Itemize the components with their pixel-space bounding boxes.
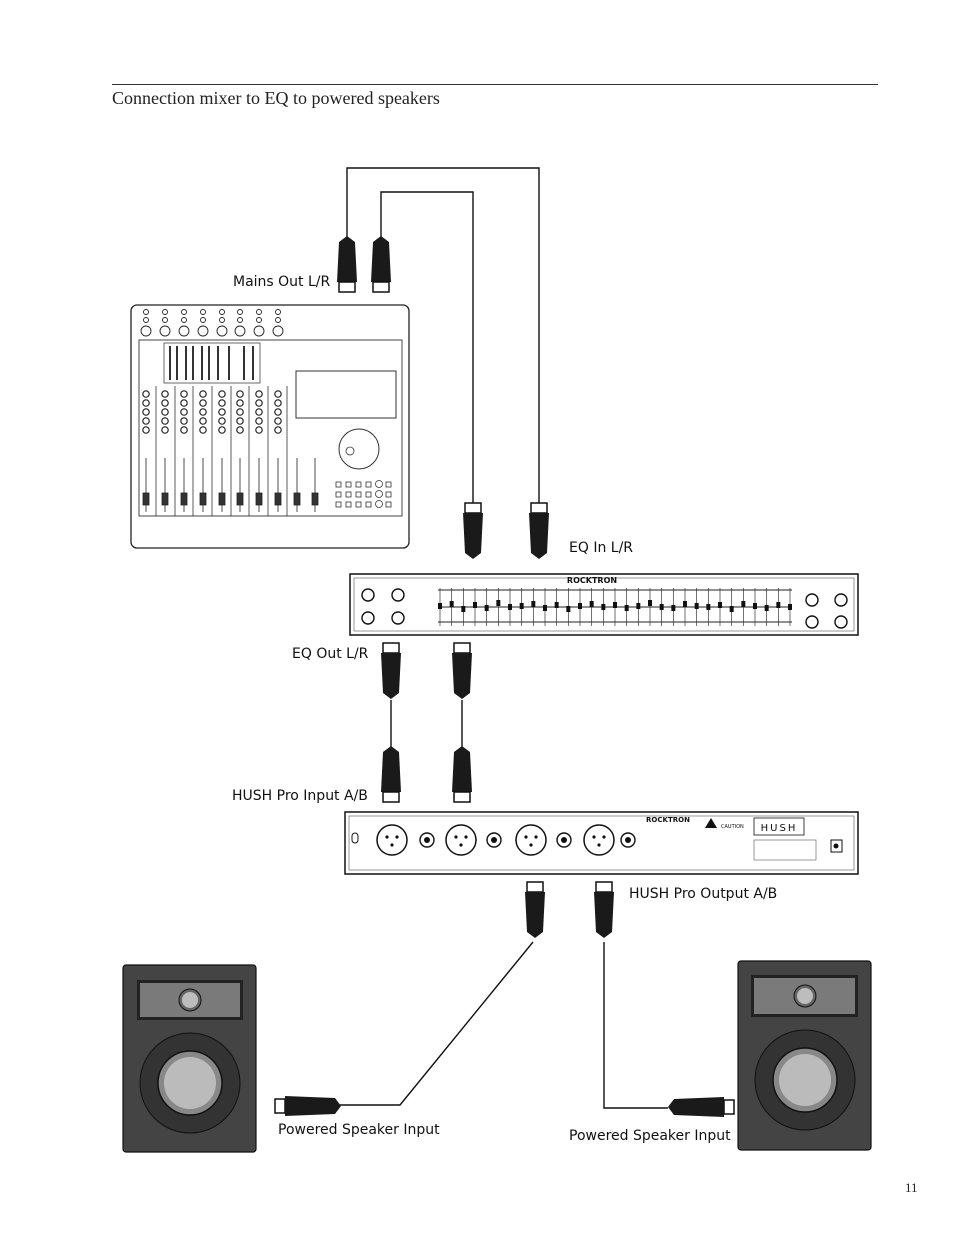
label-mains-out: Mains Out L/R — [233, 274, 331, 290]
eq-slider-cap — [589, 601, 594, 607]
eq-slider-cap — [449, 601, 454, 607]
right-speaker — [737, 960, 872, 1151]
eq-slider-cap — [531, 601, 536, 607]
cable-mains-right-to-eq-in-left — [380, 191, 474, 505]
hush-brand-text: ROCKTRON — [646, 816, 690, 824]
eq-slider-cap — [741, 601, 746, 607]
right-speaker-input-plug — [667, 1096, 735, 1118]
eq-in-left-plug — [462, 502, 484, 560]
hush-out-b-plug — [593, 881, 615, 939]
mixer-channel-strips — [155, 386, 288, 516]
eq-slider-cap — [718, 602, 722, 608]
caution-triangle-icon — [705, 818, 717, 828]
mixer-top-knobs — [140, 309, 284, 337]
hush-in-a-plug — [380, 745, 402, 803]
eq-slider-cap — [543, 605, 547, 611]
eq-out-left-plug — [380, 642, 402, 700]
left-speaker — [122, 964, 257, 1153]
mains-out-right-plug — [370, 235, 392, 293]
eq-slider-cap — [636, 603, 641, 609]
mixer-eq-knobs — [142, 390, 282, 434]
eq-slider-cap — [508, 604, 512, 610]
eq-unit — [349, 573, 859, 636]
hush-xlr-connectors — [376, 824, 615, 856]
eq-slider-cap — [438, 603, 442, 609]
label-eq-in: EQ In L/R — [569, 540, 634, 556]
cables — [340, 167, 668, 1109]
cable-hush-out-b-to-right-speaker — [603, 942, 668, 1109]
eq-slider-cap — [613, 602, 617, 608]
hush-logo-text: HUSH — [761, 823, 798, 834]
eq-slider-cap — [519, 603, 524, 609]
hush-jack-centers — [424, 837, 631, 843]
left-speaker-input-plug — [274, 1095, 342, 1117]
mixer-meters — [169, 346, 254, 380]
eq-slider-cap — [473, 602, 477, 608]
eq-in-right-plug — [528, 502, 550, 560]
eq-slider-cap — [496, 600, 501, 606]
page-heading: Connection mixer to EQ to powered speake… — [112, 88, 440, 108]
eq-slider-cap — [788, 604, 792, 610]
label-speaker-input-left: Powered Speaker Input — [278, 1122, 440, 1138]
mixer — [130, 304, 410, 549]
hush-out-a-plug — [524, 881, 546, 939]
eq-slider-cap — [578, 603, 582, 609]
eq-slider-cap — [484, 605, 489, 611]
cable-hush-out-a-to-left-speaker — [340, 941, 534, 1106]
eq-slider-cap — [461, 606, 466, 612]
mixer-faders — [142, 458, 319, 512]
eq-slider-cap — [683, 601, 687, 607]
eq-slider-cap — [729, 606, 734, 612]
hush-caution-text: CAUTION — [721, 824, 744, 830]
hush-in-b-plug — [451, 745, 473, 803]
eq-slider-cap — [566, 606, 571, 612]
eq-brand-text: ROCKTRON — [567, 576, 617, 585]
label-speaker-input-right: Powered Speaker Input — [569, 1128, 731, 1144]
eq-slider-cap — [554, 602, 559, 608]
page-number: 11 — [905, 1180, 918, 1195]
eq-slider-cap — [671, 605, 676, 611]
mixer-display — [295, 370, 397, 419]
eq-slider-cap — [753, 603, 757, 609]
cable-mains-left-to-eq-in-right — [346, 167, 540, 505]
eq-slider-cap — [776, 602, 781, 608]
label-hush-input: HUSH Pro Input A/B — [232, 788, 368, 804]
eq-slider-cap — [659, 604, 664, 610]
label-eq-out: EQ Out L/R — [292, 646, 369, 662]
eq-sliders — [438, 588, 792, 626]
hush-xlr-pins — [385, 835, 606, 847]
eq-slider-cap — [706, 604, 711, 610]
eq-slider-cap — [694, 603, 699, 609]
hush-pro-unit — [344, 811, 859, 875]
mixer-buttons — [335, 480, 392, 508]
eq-knobs — [361, 588, 848, 629]
eq-slider-cap — [624, 605, 629, 611]
mains-out-left-plug — [336, 235, 358, 293]
eq-slider-cap — [601, 604, 606, 610]
label-hush-output: HUSH Pro Output A/B — [629, 886, 778, 902]
eq-slider-cap — [764, 605, 769, 611]
mixer-jog-wheel — [338, 428, 380, 470]
eq-out-right-plug — [451, 642, 473, 700]
eq-slider-cap — [648, 600, 652, 606]
top-rule — [112, 84, 878, 85]
